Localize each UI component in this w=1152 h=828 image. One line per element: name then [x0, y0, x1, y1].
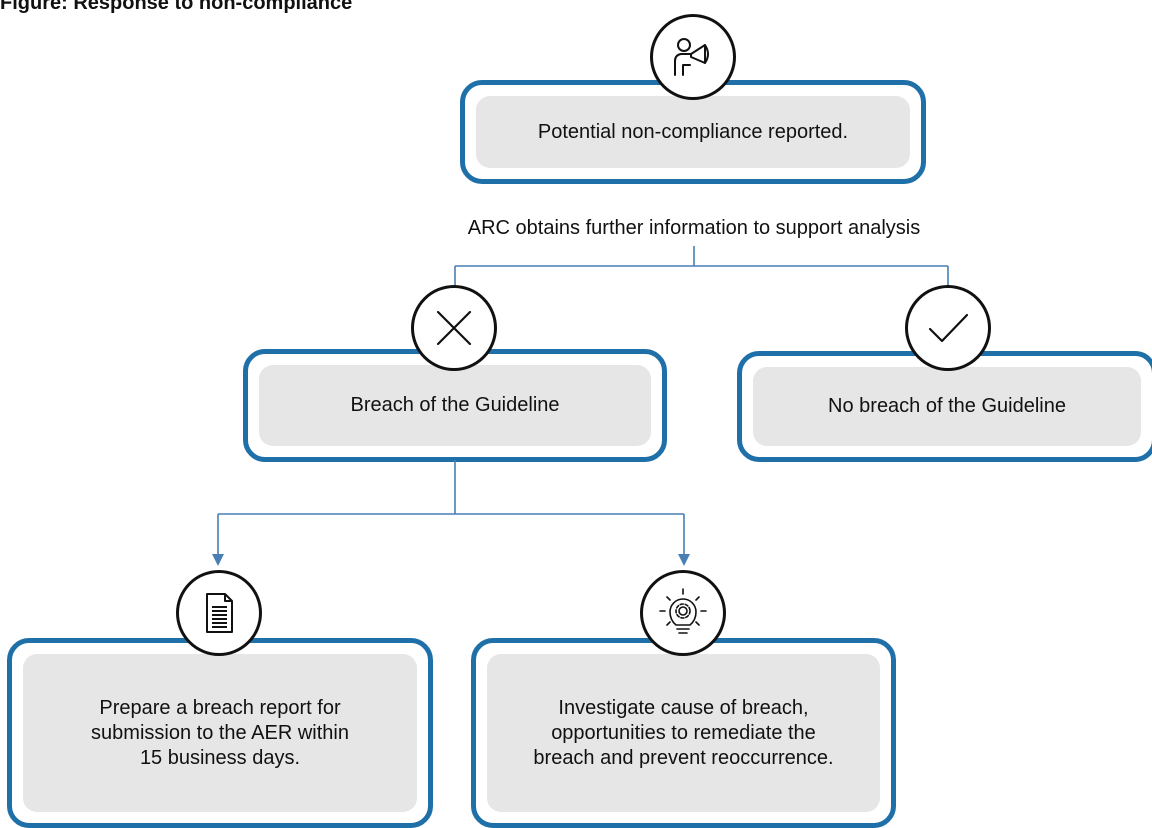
reported-text: Potential non-compliance reported.	[476, 96, 910, 168]
document-icon	[176, 570, 262, 656]
figure-caption: Figure: Response to non-compliance	[0, 0, 353, 14]
breach-report-box: Prepare a breach report for submission t…	[7, 638, 433, 828]
investigate-text: Investigate cause of breach, opportuniti…	[487, 654, 880, 812]
megaphone-person-icon	[650, 14, 736, 100]
breach-text: Breach of the Guideline	[259, 365, 651, 446]
lightbulb-gear-icon	[640, 570, 726, 656]
breach-report-text: Prepare a breach report for submission t…	[23, 654, 417, 812]
checkmark-icon	[905, 285, 991, 371]
cross-icon	[411, 285, 497, 371]
connector-label: ARC obtains further information to suppo…	[467, 217, 921, 239]
no-breach-text: No breach of the Guideline	[753, 367, 1141, 446]
investigate-box: Investigate cause of breach, opportuniti…	[471, 638, 896, 828]
